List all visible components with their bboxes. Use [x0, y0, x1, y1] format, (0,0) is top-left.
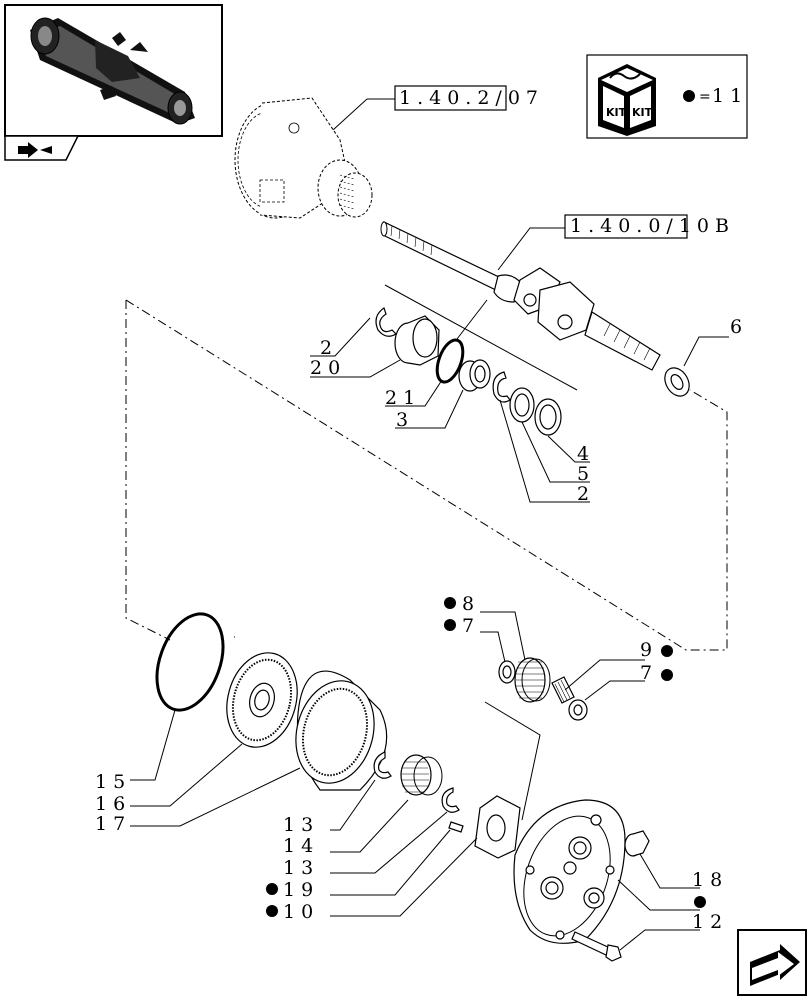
svg-text:=: =: [699, 89, 711, 105]
axle-thumbnail[interactable]: [4, 4, 223, 137]
kit-box: KIT KIT = 11: [586, 54, 748, 139]
ref-diff-housing-label: 1.40.2/07: [399, 87, 544, 109]
callout-21: 21: [385, 387, 421, 409]
differential-housing: [234, 97, 373, 219]
ref-axle-shaft-label: 1.40.0/10B: [570, 215, 735, 237]
washer-6: 6: [664, 316, 748, 397]
callout-8: 8: [462, 593, 480, 615]
callout-13-lower: 13: [283, 857, 319, 879]
callout-12: 12: [692, 911, 728, 933]
kit-label-left: KIT: [606, 106, 627, 119]
bullet-7-left: [444, 619, 456, 631]
callout-9: 9: [640, 639, 658, 661]
callout-10: 10: [283, 901, 319, 923]
kit-bullet-icon: [683, 90, 695, 102]
ring-gear-group: 15 16 17: [95, 612, 388, 835]
callout-14: 14: [283, 835, 319, 857]
bullet-19: [266, 883, 278, 895]
kit-label-right: KIT: [632, 106, 653, 119]
callout-16: 16: [95, 793, 131, 815]
upper-bearing-group: 2 20 21 3 4 5 2: [310, 284, 595, 505]
callout-2-lower: 2: [577, 483, 595, 505]
callout-7-right: 7: [640, 662, 658, 684]
bullet-9: [661, 645, 673, 657]
callout-7-left: 7: [462, 615, 480, 637]
bullet-8: [444, 597, 456, 609]
callout-6: 6: [730, 316, 748, 338]
bullet-10: [266, 905, 278, 917]
axle-shaft: [380, 221, 661, 371]
callout-5: 5: [577, 463, 595, 485]
callout-15: 15: [95, 771, 131, 793]
callout-18: 18: [692, 869, 728, 891]
ref-diff-housing[interactable]: 1.40.2/07: [321, 85, 544, 141]
callout-2-upper: 2: [320, 337, 338, 359]
sun-gear-group: 13 14 13 19 10: [266, 751, 521, 923]
envelope-outline: [125, 299, 728, 651]
bullet-7-right: [661, 669, 673, 681]
callout-3: 3: [396, 409, 414, 431]
callout-19: 19: [283, 879, 319, 901]
callout-13-upper: 13: [283, 814, 319, 836]
ref-axle-shaft[interactable]: 1.40.0/10B: [497, 214, 735, 271]
planet-gear-group: 8 7 9 7: [444, 593, 673, 821]
next-page-button[interactable]: [737, 929, 807, 996]
kit-icon: KIT KIT: [598, 64, 656, 136]
callout-20: 20: [310, 357, 346, 379]
planet-carrier-cover: 18 12: [513, 799, 728, 962]
callout-17: 17: [95, 813, 131, 835]
callout-4: 4: [577, 443, 595, 465]
bullet-12: [694, 896, 706, 908]
kit-quantity: 11: [712, 85, 748, 107]
folder-icon[interactable]: [4, 135, 80, 161]
